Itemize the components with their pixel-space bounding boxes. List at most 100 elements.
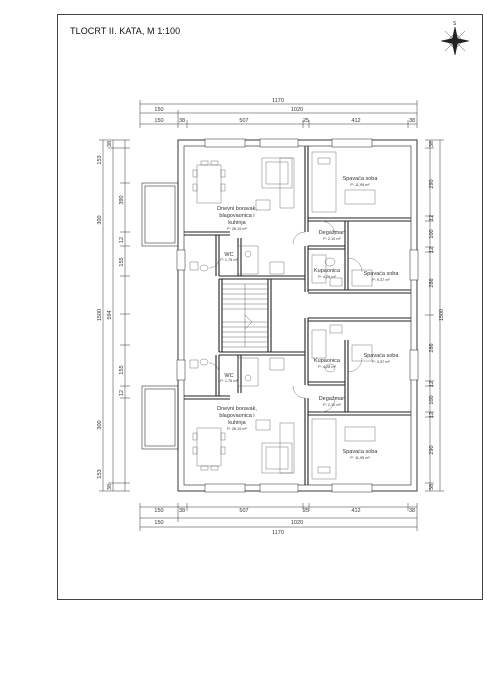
dim-bottom-row-2: 507 [239, 508, 248, 514]
room-name: Spavaća soba [343, 449, 379, 455]
room-area: P: 9,37 m² [372, 360, 390, 364]
room-name-line: kuhinja [228, 420, 246, 426]
room-name: Spavaća soba [364, 353, 400, 359]
dim-bottom-total: 1170 [272, 530, 284, 536]
room-area: P: 11,95 m² [350, 183, 370, 187]
door-swings [208, 220, 363, 413]
room-hall-bottom: Degažman P: 2,10 m² [319, 396, 346, 407]
room-name: Spavaća soba [343, 176, 379, 182]
dim-left-10: 153 [97, 469, 103, 478]
dim-top-row-4: 412 [351, 118, 360, 124]
dim-bottom-row-1: 38 [179, 508, 185, 514]
dim-top-mid-1: 1020 [291, 107, 303, 113]
room-area: P: 1,76 m² [220, 379, 238, 383]
room-name-line: blagovaonica i [219, 213, 254, 219]
dim-right-11: 38 [429, 484, 435, 490]
dim-bottom-row-3: 25 [303, 508, 309, 514]
dim-right-9: 12 [429, 412, 435, 418]
room-living-top: Dnevni boravak, blagovaonica i kuhinja P… [217, 206, 257, 231]
dim-top-row-1: 38 [179, 118, 185, 124]
room-name: Spavaća soba [364, 271, 400, 277]
dim-left-mid-0: 1500 [97, 309, 103, 321]
right-dimension-lines [425, 139, 444, 492]
north-arrow-icon: S [440, 21, 470, 56]
dim-bottom-row-0: 150 [154, 508, 163, 514]
top-dimension-labels: 1170 150 1020 150 38 507 25 412 38 [154, 98, 415, 124]
room-name-line: kuhinja [228, 220, 246, 226]
dim-right-2: 12 [429, 215, 435, 221]
dim-left-9: 38 [107, 484, 113, 490]
dim-right-7: 12 [429, 381, 435, 387]
dim-left-detail-3: 155 [119, 365, 125, 374]
right-dimension-labels: 38 290 12 100 12 286 1500 286 12 100 12 … [429, 141, 445, 490]
dim-left-detail-4: 12 [119, 390, 125, 396]
room-bedroom-bottom: Spavaća soba P: 11,95 m² [343, 449, 379, 460]
balcony-top [141, 182, 179, 247]
compass-label: S [453, 21, 457, 27]
dim-left-detail-2: 155 [119, 257, 125, 266]
dim-left-mid-1: 594 [107, 310, 113, 319]
dim-bottom-mid-0: 150 [154, 520, 163, 526]
room-bedroom2-top: Spavaća soba P: 9,37 m² [364, 271, 400, 282]
room-area: P: 11,95 m² [350, 456, 370, 460]
dim-top-total: 1170 [272, 98, 284, 104]
top-dimension-lines [139, 100, 418, 128]
room-name: WC [224, 373, 233, 379]
bottom-dimension-labels: 150 38 507 25 412 38 150 1020 1170 [154, 508, 415, 536]
room-area: P: 4,28 m² [318, 365, 336, 369]
staircase [222, 283, 268, 348]
bottom-dimension-lines [139, 503, 418, 531]
dim-bottom-mid-1: 1020 [291, 520, 303, 526]
plan-title: TLOCRT II. KATA, M 1:100 [70, 26, 181, 36]
room-name: Kupaonica [314, 268, 341, 274]
dim-left-1: 38 [107, 141, 113, 147]
dim-right-1: 290 [429, 179, 435, 188]
room-name: Degažman [319, 396, 346, 402]
room-bath-bottom: Kupaonica P: 4,28 m² [314, 358, 341, 369]
dim-top-row-3: 25 [303, 118, 309, 124]
dim-right-3: 100 [429, 229, 435, 238]
dim-left-8: 300 [97, 420, 103, 429]
room-hall-top: Degažman P: 2,10 m² [319, 230, 346, 241]
left-dimension-labels: 153 38 300 390 12 155 1500 594 155 12 30… [97, 141, 125, 490]
dim-left-0: 153 [97, 155, 103, 164]
dim-right-8: 100 [429, 395, 435, 404]
outer-walls [177, 139, 418, 492]
balcony-bottom [141, 385, 179, 450]
dim-left-2: 300 [97, 215, 103, 224]
dim-right-total: 1500 [439, 309, 445, 321]
room-area: P: 26,19 m² [227, 427, 247, 431]
room-bedroom2-bottom: Spavaća soba P: 9,37 m² [364, 353, 400, 364]
dim-right-6: 286 [429, 343, 435, 352]
room-bedroom-top: Spavaća soba P: 11,95 m² [343, 176, 379, 187]
left-dimension-lines [99, 139, 130, 492]
room-name: Degažman [319, 230, 346, 236]
dim-top-row-0: 150 [154, 118, 163, 124]
room-living-bottom: Dnevni boravak, blagovaonica i kuhinja P… [217, 406, 257, 431]
room-area: P: 4,28 m² [318, 275, 336, 279]
room-labels: Dnevni boravak, blagovaonica i kuhinja P… [217, 176, 399, 460]
room-name: Kupaonica [314, 358, 341, 364]
room-name-line: Dnevni boravak, [217, 406, 257, 412]
dim-left-detail-1: 12 [119, 237, 125, 243]
dim-right-4: 12 [429, 247, 435, 253]
dim-left-detail-0: 390 [119, 195, 125, 204]
windows [176, 138, 419, 493]
dim-top-mid-0: 150 [154, 107, 163, 113]
dim-top-row-5: 38 [409, 118, 415, 124]
room-name-line: blagovaonica i [219, 413, 254, 419]
dim-bottom-row-5: 38 [409, 508, 415, 514]
room-area: P: 2,10 m² [323, 237, 341, 241]
room-name: WC [224, 252, 233, 258]
balconies [141, 182, 179, 450]
drawing-sheet [57, 14, 483, 600]
dim-right-0: 38 [429, 141, 435, 147]
dim-right-5: 286 [429, 278, 435, 287]
room-bath-top: Kupaonica P: 4,28 m² [314, 268, 341, 279]
room-wc-top: WC P: 1,76 m² [220, 252, 238, 262]
dim-bottom-row-4: 412 [351, 508, 360, 514]
interior-walls [184, 146, 411, 485]
dim-right-10: 290 [429, 445, 435, 454]
room-area: P: 2,10 m² [323, 403, 341, 407]
